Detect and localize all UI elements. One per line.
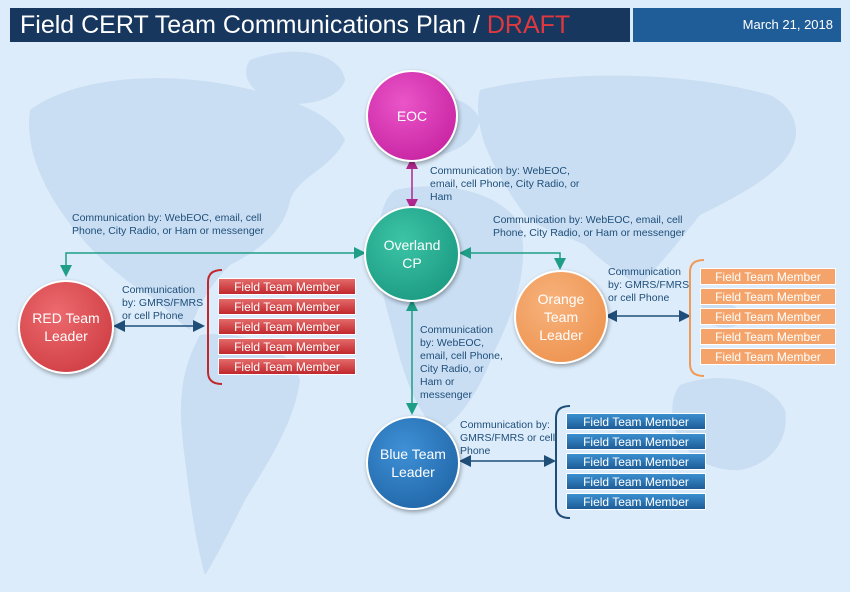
page-title: Field CERT Team Communications Plan / DR… [10,8,630,42]
blue-team-leader-label: Blue Team Leader [380,446,446,480]
red-team-member: Field Team Member [218,298,356,315]
blue-team-member: Field Team Member [566,493,706,510]
red-team-bracket [207,269,223,385]
eoc-label: EOC [396,108,428,124]
red-team-member: Field Team Member [218,358,356,375]
orange-team-leader-label: Orange Team Leader [537,291,585,343]
draft-label: DRAFT [486,11,571,39]
blue-team-member: Field Team Member [566,453,706,470]
orange-team-bracket [689,259,705,377]
date-label: March 21, 2018 [633,8,841,42]
eoc-node: EOC [366,70,458,162]
orange-team-member: Field Team Member [700,288,836,305]
asia-shape [477,75,797,285]
blue-team-member: Field Team Member [566,473,706,490]
overland-red-arrow [60,247,366,277]
eoc-link-note: Communication by: WebEOC, email, cell Ph… [430,165,580,203]
red-team-leader-label: RED Team Leader [32,310,100,344]
orange-team-leader-node: Orange Team Leader [514,270,608,364]
north-america-shape [29,78,346,330]
blue-team-member: Field Team Member [566,433,706,450]
red-team-leader-node: RED Team Leader [18,280,114,374]
blue-team-member: Field Team Member [566,413,706,430]
orange-team-member: Field Team Member [700,348,836,365]
orange-link-note: Communication by: WebEOC, email, cell Ph… [493,214,685,239]
blue-team-note: Communication by: GMRS/FMRS or cell Phon… [460,419,556,457]
south-america-shape [180,334,300,575]
red-team-note: Communication by: GMRS/FMRS or cell Phon… [122,284,204,322]
title-text: Field CERT Team Communications Plan / [20,11,487,39]
red-team-member: Field Team Member [218,318,356,335]
orange-team-note: Communication by: GMRS/FMRS or cell Phon… [608,266,690,304]
overland-cp-node: Overland CP [364,206,460,302]
orange-team-member: Field Team Member [700,308,836,325]
orange-team-member: Field Team Member [700,328,836,345]
overland-orange-arrow [459,247,566,270]
orange-team-member: Field Team Member [700,268,836,285]
overland-cp-label: Overland CP [383,237,441,271]
red-link-note: Communication by: WebEOC, email, cell Ph… [72,212,264,237]
red-team-member: Field Team Member [218,278,356,295]
red-team-member: Field Team Member [218,338,356,355]
greenland-shape [246,51,345,104]
blue-team-leader-node: Blue Team Leader [366,416,460,510]
blue-link-note: Communication by: WebEOC, email, cell Ph… [420,324,503,401]
blue-team-bracket [555,405,571,519]
